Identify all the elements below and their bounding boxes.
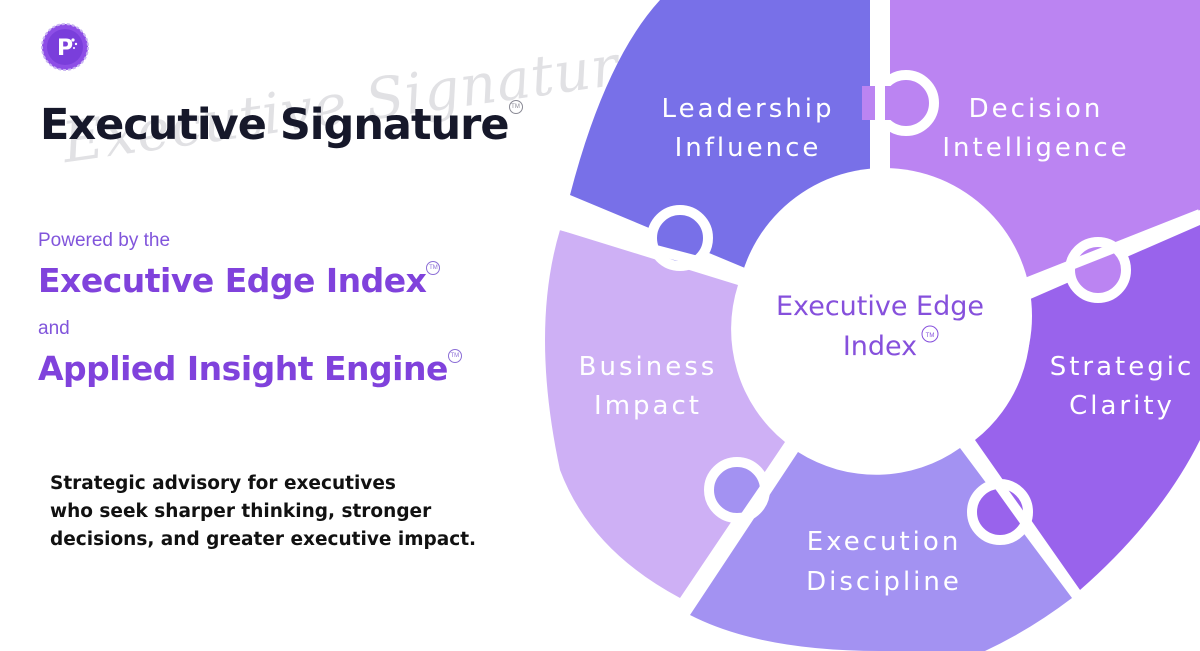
segment-label: Leadership [662,94,835,124]
trademark-badge-text: TM [926,333,935,339]
segment-decision-intelligence [890,0,1200,282]
trademark-badge: TM [508,100,523,114]
title-text: Executive Signature [40,100,509,150]
index-name-text: Executive Edge Index [38,261,427,300]
segment-label: Influence [675,133,822,163]
engine-name-text: Applied Insight Engine [38,349,448,388]
and-label: and [38,318,70,339]
brand-logo: P [41,23,89,71]
center-circle [736,168,1032,464]
puzzle-knob [704,457,770,523]
segment-label: Discipline [806,567,962,597]
description-line: Strategic advisory for executives [50,473,396,494]
center-label: Index [843,331,917,362]
center-label: Executive Edge [776,291,984,322]
segment-label: Intelligence [942,133,1129,163]
segment-label: Decision [969,94,1104,124]
description-line: who seek sharper thinking, stronger [50,501,432,522]
description-text: Strategic advisory for executives who se… [50,470,476,554]
description-line: decisions, and greater executive impact. [50,529,477,550]
segment-label: Execution [807,527,962,557]
segment-label: Impact [594,391,702,421]
segment-label: Clarity [1069,391,1175,421]
trademark-badge: TM [426,261,441,275]
trademark-badge [921,325,939,343]
logo-letter: P [57,36,73,61]
segment-label: Business [579,352,718,382]
segment-label: Strategic [1050,352,1195,382]
powered-by-label: Powered by the [38,230,171,251]
trademark-badge: TM [447,349,462,363]
